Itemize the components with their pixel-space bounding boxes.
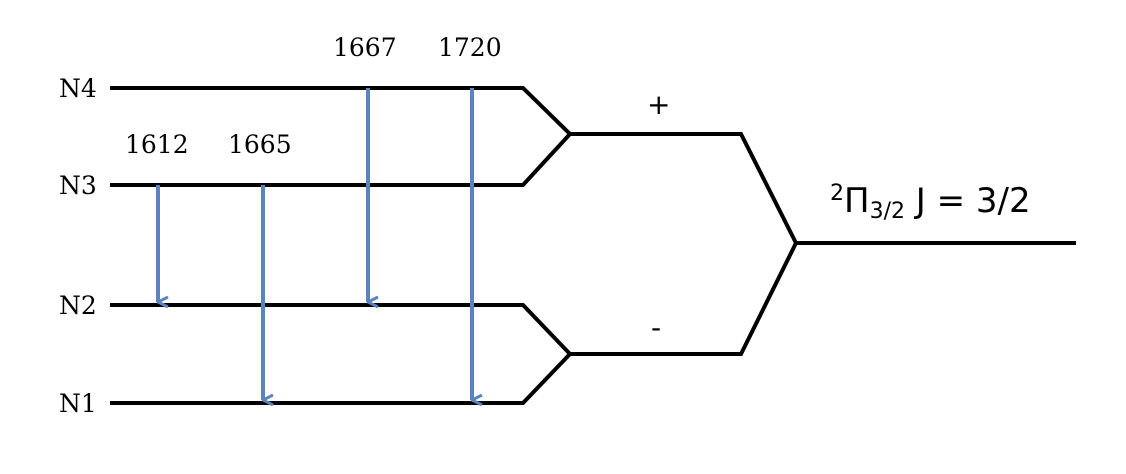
level-n4-line [110,86,572,136]
level-n3-line [110,132,572,187]
transition-label-1612: 1612 [125,130,189,159]
parity-minus-line [570,242,798,356]
state-superscript: 2 [830,181,844,206]
level-n2-line [110,303,572,356]
level-label-n4: N4 [59,74,97,103]
ground-state-label: 2Π3/2 J = 3/2 [830,181,1031,224]
level-label-n1: N1 [59,389,97,418]
parity-minus-label: - [651,311,661,344]
level-label-n3: N3 [59,171,97,200]
parity-plus-label: + [647,88,670,121]
level-lines [110,86,1076,405]
level-n1-line [110,352,572,405]
state-subscript: 3/2 [870,199,905,224]
parity-plus-line [570,132,798,244]
transition-arrows [156,88,472,400]
state-symbol: Π [844,181,870,221]
transition-label-1665: 1665 [228,130,292,159]
transition-label-1667: 1667 [333,33,397,62]
level-label-n2: N2 [59,291,97,320]
state-rest: J = 3/2 [905,181,1031,221]
transition-label-1720: 1720 [438,33,502,62]
